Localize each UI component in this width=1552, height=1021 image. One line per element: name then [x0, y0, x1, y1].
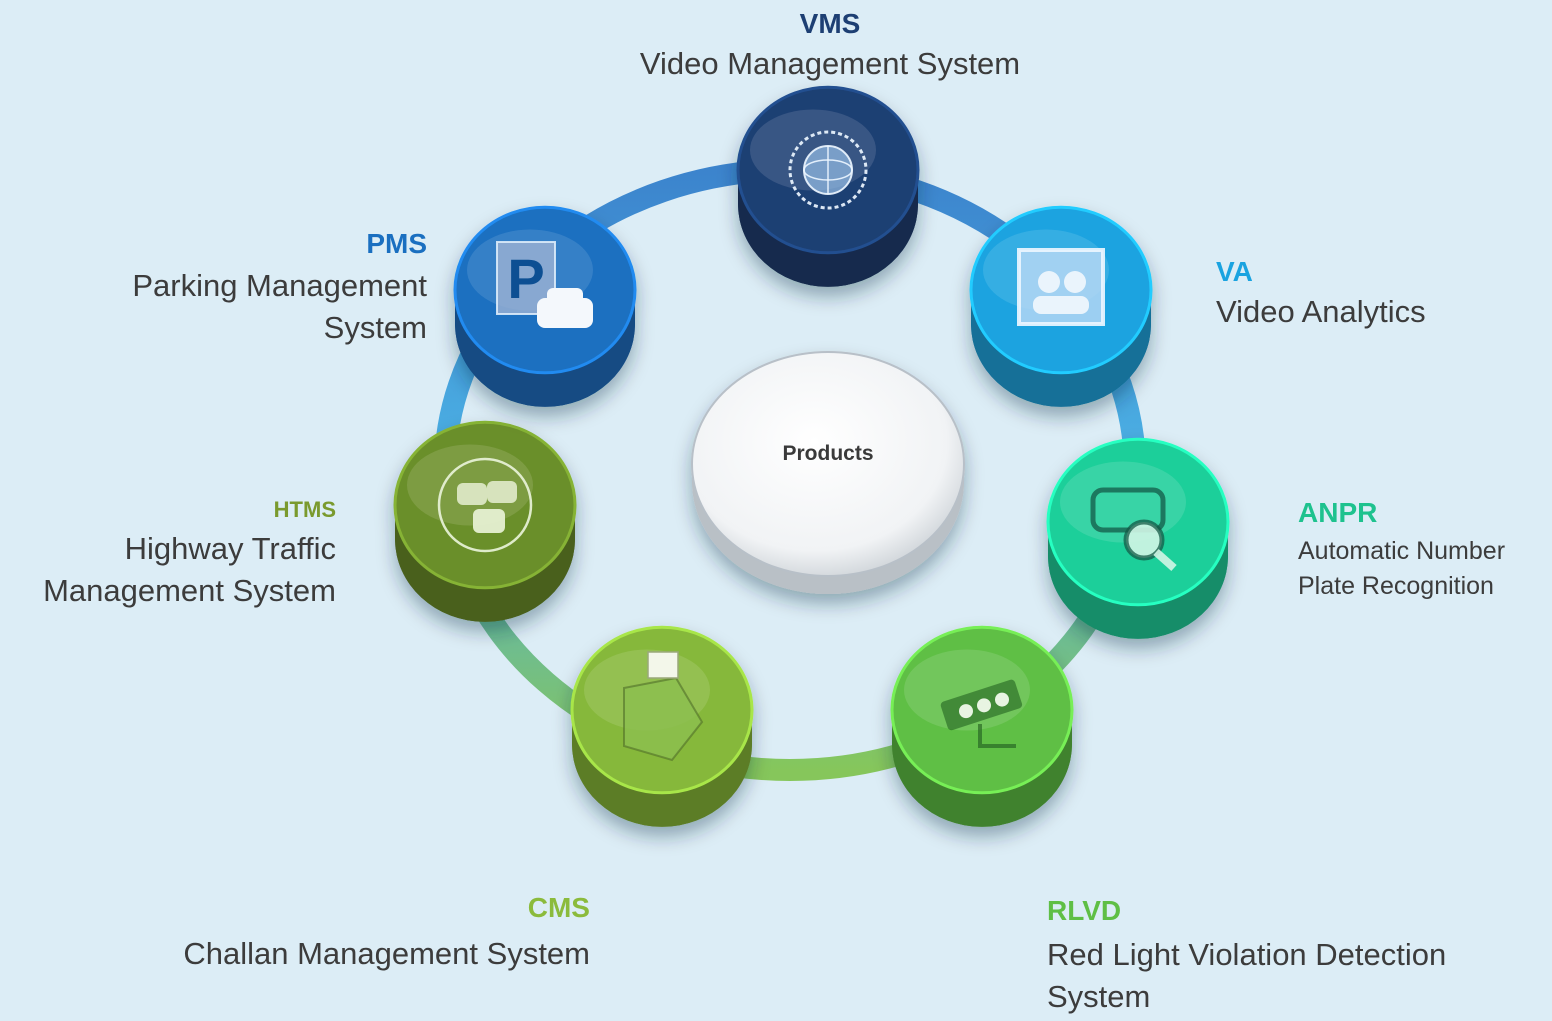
- name-pms-line2: System: [323, 310, 427, 345]
- label-va: VA Video Analytics: [1216, 256, 1546, 330]
- name-anpr-line1: Automatic Number: [1298, 537, 1506, 565]
- svg-text:P: P: [507, 247, 544, 310]
- product-disc-vms[interactable]: [736, 85, 920, 287]
- name-va: Video Analytics: [1216, 294, 1426, 329]
- label-pms: PMS Parking Management System: [60, 228, 427, 346]
- product-disc-va[interactable]: [969, 205, 1153, 407]
- label-htms: HTMS Highway Traffic Management System: [10, 497, 336, 609]
- code-va: VA: [1216, 256, 1253, 287]
- globe-network-icon: [788, 130, 868, 210]
- label-rlvd: RLVD Red Light Violation Detection Syste…: [1047, 895, 1547, 1015]
- name-anpr-line2: Plate Recognition: [1298, 572, 1494, 600]
- ticket-box-icon: [623, 651, 704, 762]
- product-disc-cms[interactable]: [570, 625, 754, 827]
- code-htms: HTMS: [273, 497, 336, 522]
- label-cms: CMS Challan Management System: [60, 892, 590, 972]
- product-disc-anpr[interactable]: [1046, 437, 1230, 639]
- code-vms: VMS: [799, 8, 861, 39]
- label-anpr: ANPR Automatic Number Plate Recognition: [1298, 497, 1552, 601]
- name-htms-line1: Highway Traffic: [124, 531, 336, 566]
- code-anpr: ANPR: [1298, 497, 1378, 528]
- product-disc-htms[interactable]: [393, 420, 577, 622]
- traffic-camera-icon: [940, 679, 1023, 748]
- center-label: Products: [782, 442, 873, 465]
- label-vms: VMS Video Management System: [580, 8, 1080, 82]
- parking-car-icon: P: [496, 241, 593, 328]
- traffic-cars-icon: [437, 457, 533, 553]
- product-disc-pms[interactable]: P: [453, 205, 637, 407]
- name-rlvd-line1: Red Light Violation Detection: [1047, 937, 1447, 972]
- name-pms-line1: Parking Management: [132, 268, 427, 303]
- people-frame-icon: [1017, 248, 1105, 326]
- name-vms: Video Management System: [639, 46, 1021, 81]
- name-cms: Challan Management System: [183, 936, 590, 971]
- code-rlvd: RLVD: [1047, 895, 1122, 926]
- center-products-disc[interactable]: [691, 351, 965, 594]
- product-disc-rlvd[interactable]: [890, 625, 1074, 827]
- name-htms-line2: Management System: [43, 573, 336, 608]
- code-cms: CMS: [527, 892, 590, 923]
- car-search-icon: [1090, 487, 1177, 571]
- code-pms: PMS: [366, 228, 427, 259]
- name-rlvd-line2: System: [1047, 979, 1151, 1014]
